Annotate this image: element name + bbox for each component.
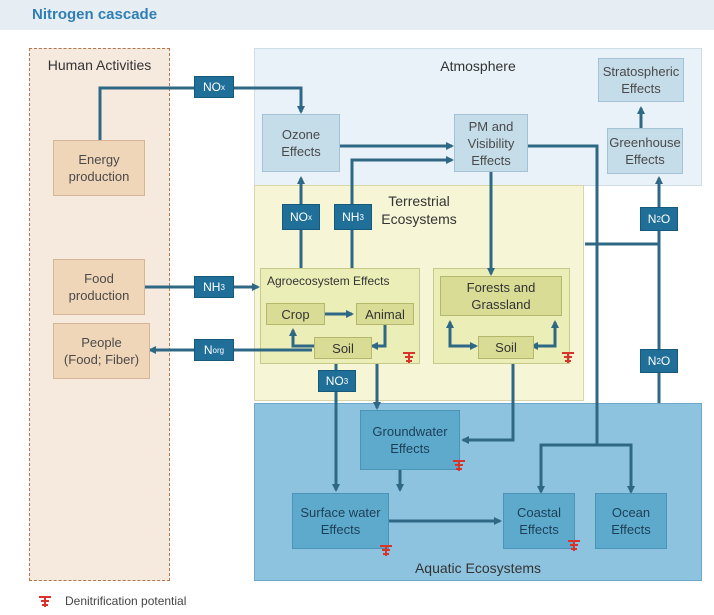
soil-box-forest: Soil <box>478 336 534 359</box>
nh3-chip-food-sub: 3 <box>220 282 225 292</box>
soil-box-agro: Soil <box>314 337 372 359</box>
human-activities-label: Human Activities <box>47 57 152 73</box>
coastal-effects-box: Coastal Effects <box>503 493 575 549</box>
nox-chip-agro-base: NO <box>290 210 308 224</box>
n2o-chip-upper-base: N <box>647 212 657 226</box>
surface-water-effects-box: Surface water Effects <box>292 493 389 549</box>
arrow-soil-crop <box>289 328 314 348</box>
page-title: Nitrogen cascade <box>0 0 714 30</box>
greenhouse-effects-box: Greenhouse Effects <box>607 128 683 174</box>
terrestrial-label: Terrestrial Ecosystems <box>381 193 457 227</box>
arrow-pm-ocean <box>597 443 635 494</box>
arrow-forests-soil2-right <box>530 322 557 350</box>
n2o-chip-upper-tail: O <box>660 212 671 226</box>
aquatic-label: Aquatic Ecosystems <box>414 560 542 576</box>
n2o-chip-lower-sub: 2 <box>656 356 661 366</box>
stratospheric-effects-box: Stratospheric Effects <box>598 58 684 102</box>
nh3-chip-agro-base: NH <box>342 210 360 224</box>
nox-chip-energy-base: NO <box>203 80 221 94</box>
denitrification-icon <box>453 460 465 471</box>
no3-chip-base: NO <box>325 374 344 388</box>
arrow-soil2-groundwater <box>461 364 515 444</box>
arrow-animal-soil <box>370 325 387 350</box>
denitrification-icon <box>562 352 574 363</box>
people-box: People (Food; Fiber) <box>53 323 150 379</box>
energy-production-box: Energy production <box>53 140 145 196</box>
nox-chip-energy-sub: x <box>221 82 225 92</box>
n2o-chip-upper-sub: 2 <box>656 214 661 224</box>
arrow-forests-soil2-left <box>448 322 478 350</box>
denitrification-icon <box>39 596 51 607</box>
nh3-chip-food-base: NH <box>203 280 221 294</box>
norg-chip-sub: org <box>212 345 225 355</box>
arrow-pm-down <box>528 144 599 445</box>
atmosphere-label: Atmosphere <box>440 58 516 74</box>
agroecosystem-label: Agroecosystem Effects <box>267 274 390 288</box>
food-production-box: Food production <box>53 259 145 315</box>
denitrification-icon <box>568 540 580 551</box>
denitrification-icon <box>403 352 415 363</box>
no3-chip-sub: 3 <box>343 376 349 386</box>
ozone-effects-box: Ozone Effects <box>262 114 340 172</box>
arrow-nh3-pm <box>350 156 454 268</box>
crop-box: Crop <box>266 303 325 325</box>
legend-label: Denitrification potential <box>65 594 187 608</box>
n2o-chip-lower-tail: O <box>660 354 671 368</box>
forests-grassland-box: Forests and Grassland <box>440 276 562 316</box>
denitrification-icon <box>380 545 392 556</box>
groundwater-effects-box: Groundwater Effects <box>360 410 460 470</box>
norg-chip-base: N <box>203 343 213 357</box>
nox-chip-agro-sub: x <box>308 212 312 222</box>
arrow-pm-coastal <box>537 443 597 494</box>
ocean-effects-box: Ocean Effects <box>595 493 667 549</box>
legend: Denitrification potential <box>37 594 186 608</box>
n2o-chip-lower-base: N <box>647 354 657 368</box>
nh3-chip-agro-sub: 3 <box>359 212 364 222</box>
animal-box: Animal <box>356 303 414 325</box>
pm-visibility-box: PM and Visibility Effects <box>454 114 528 172</box>
